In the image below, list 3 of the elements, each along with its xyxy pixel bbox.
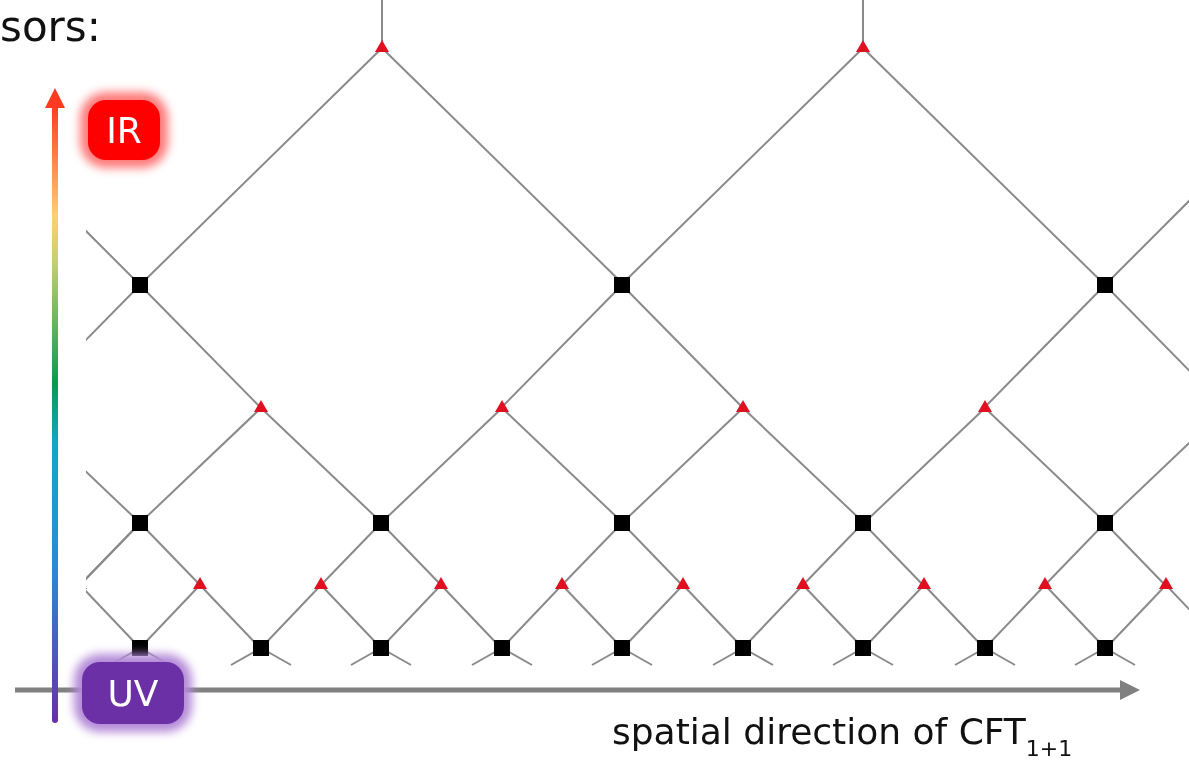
scale-label: IR <box>88 100 160 160</box>
heading-text: sors: <box>0 6 101 48</box>
scale-label: UV <box>82 662 184 724</box>
